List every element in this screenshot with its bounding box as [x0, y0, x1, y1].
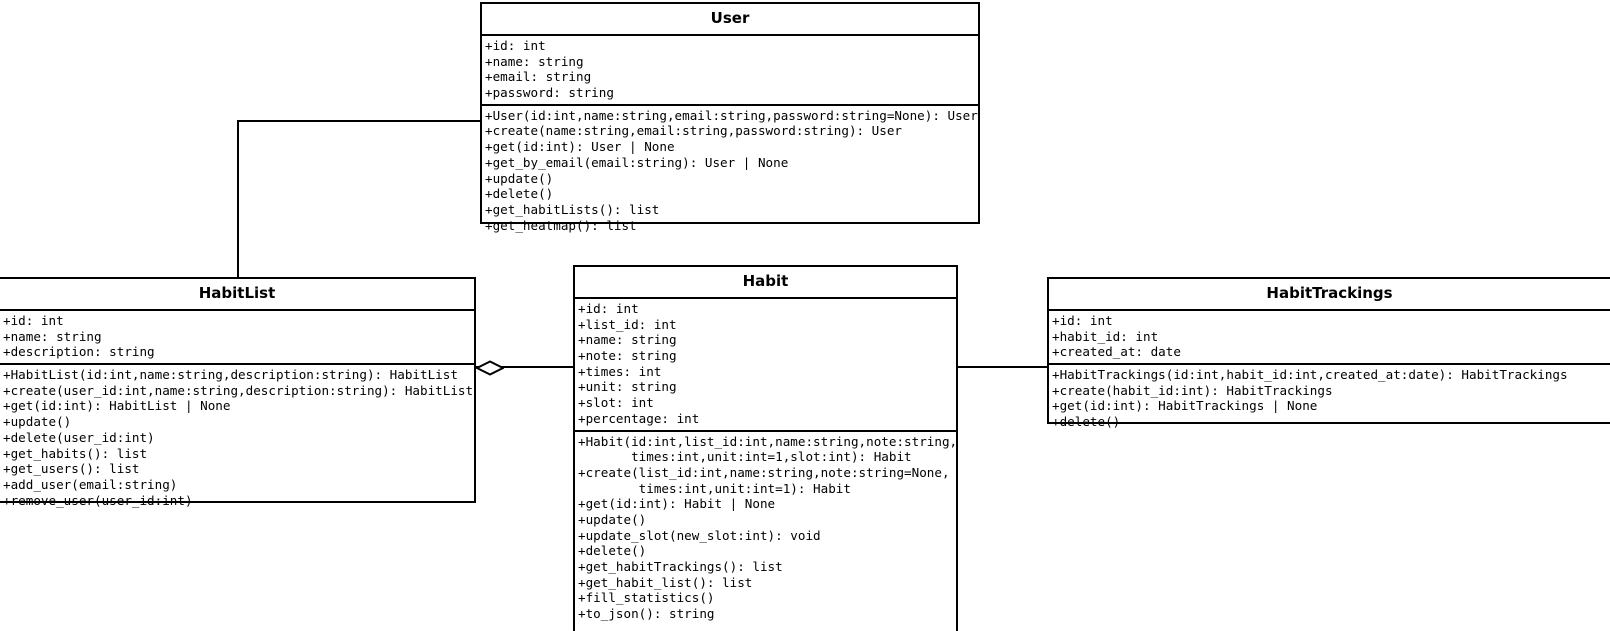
attribute-row: +id: int [578, 301, 639, 316]
methods-compartment-habitlist: +HabitList(id:int,name:string,descriptio… [0, 363, 474, 511]
method-row: +get_habitTrackings(): list [578, 559, 783, 574]
attribute-row: +name: string [485, 53, 584, 69]
method-row: +fill_statistics() [578, 590, 715, 606]
class-box-habit[interactable]: Habit +id: int +list_id: int +name: stri… [573, 265, 958, 631]
attribute-row: +list_id: int [578, 316, 677, 332]
class-title-habit: Habit [575, 267, 956, 299]
connector-user-habitlist-horizontal [237, 120, 482, 122]
method-row: +to_json(): string [578, 606, 715, 622]
method-row: +get_users(): list [3, 461, 140, 477]
method-row: +create(user_id:int,name:string,descript… [3, 382, 474, 398]
method-row: +create(habit_id:int): HabitTrackings [1052, 382, 1333, 398]
method-row: +delete(user_id:int) [3, 429, 155, 445]
attribute-row: +name: string [578, 332, 677, 348]
methods-compartment-user: +User(id:int,name:string,email:string,pa… [482, 103, 978, 237]
class-box-user[interactable]: User +id: int +name: string +email: stri… [480, 2, 980, 233]
class-box-habitlist[interactable]: HabitList +id: int +name: string +descri… [0, 277, 476, 508]
method-row: +delete() [1052, 414, 1121, 430]
method-row: +get_by_email(email:string): User | None [485, 154, 789, 170]
method-row: +get_habitLists(): list [485, 201, 660, 217]
attribute-row: +unit: string [578, 379, 677, 395]
aggregation-diamond-icon [476, 360, 504, 376]
attribute-row: +note: string [578, 348, 677, 364]
method-row: +get_heatmap(): list [485, 217, 637, 233]
attribute-row: +habit_id: int [1052, 328, 1159, 344]
attributes-compartment-habit: +id: int +list_id: int +name: string +no… [575, 299, 956, 430]
method-row: +get_habits(): list [3, 445, 148, 461]
method-row: +update_slot(new_slot:int): void [578, 527, 821, 543]
attribute-row: +name: string [3, 328, 102, 344]
attribute-row: +id: int [485, 38, 546, 53]
attributes-compartment-user: +id: int +name: string +email: string +p… [482, 36, 978, 104]
class-box-habittrackings[interactable]: HabitTrackings +id: int +habit_id: int +… [1047, 277, 1610, 429]
methods-compartment-habittrackings: +HabitTrackings(id:int,habit_id:int,crea… [1049, 363, 1610, 433]
method-row: +create(name:string,email:string,passwor… [485, 123, 903, 139]
attributes-compartment-habitlist: +id: int +name: string +description: str… [0, 311, 474, 363]
method-row: +delete() [578, 543, 647, 559]
method-row: +add_user(email:string) [3, 476, 178, 492]
attribute-row: +created_at: date [1052, 344, 1181, 360]
method-row: +update() [485, 170, 554, 186]
methods-compartment-habit: +Habit(id:int,list_id:int,name:string,no… [575, 429, 958, 625]
method-row-continuation: times:int,unit:int=1,slot:int): Habit [578, 449, 912, 465]
method-row: +get(id:int): HabitList | None [3, 398, 231, 414]
method-row: +delete() [485, 186, 554, 202]
connector-habit-habittrackings [955, 366, 1048, 368]
class-title-habittrackings: HabitTrackings [1049, 279, 1610, 311]
class-title-user: User [482, 4, 978, 36]
attribute-row: +password: string [485, 85, 614, 101]
method-row: +get(id:int): User | None [485, 139, 675, 155]
method-row: +HabitTrackings(id:int,habit_id:int,crea… [1052, 367, 1568, 383]
method-row: +update() [3, 414, 72, 430]
method-row: +create(list_id:int,name:string,note:str… [578, 464, 950, 480]
method-row: +update() [578, 511, 647, 527]
method-row: +Habit(id:int,list_id:int,name:string,no… [578, 433, 958, 449]
attribute-row: +id: int [1052, 313, 1113, 328]
method-row: +remove_user(user_id:int) [3, 492, 193, 508]
connector-habitlist-habit [476, 366, 574, 368]
class-title-habitlist: HabitList [0, 279, 474, 311]
attribute-row: +slot: int [578, 395, 654, 411]
method-row: +User(id:int,name:string,email:string,pa… [485, 107, 978, 123]
method-row: +get(id:int): HabitTrackings | None [1052, 398, 1318, 414]
method-row: +HabitList(id:int,name:string,descriptio… [3, 367, 458, 383]
method-row: +get_habit_list(): list [578, 574, 753, 590]
attribute-row: +percentage: int [578, 410, 700, 426]
method-row: +get(id:int): Habit | None [578, 496, 776, 512]
attribute-row: +email: string [485, 69, 592, 85]
attribute-row: +description: string [3, 344, 155, 360]
attributes-compartment-habittrackings: +id: int +habit_id: int +created_at: dat… [1049, 311, 1610, 363]
method-row-continuation: times:int,unit:int=1): Habit [578, 480, 851, 496]
connector-user-habitlist-vertical [237, 120, 239, 279]
attribute-row: +id: int [3, 313, 64, 328]
attribute-row: +times: int [578, 363, 662, 379]
